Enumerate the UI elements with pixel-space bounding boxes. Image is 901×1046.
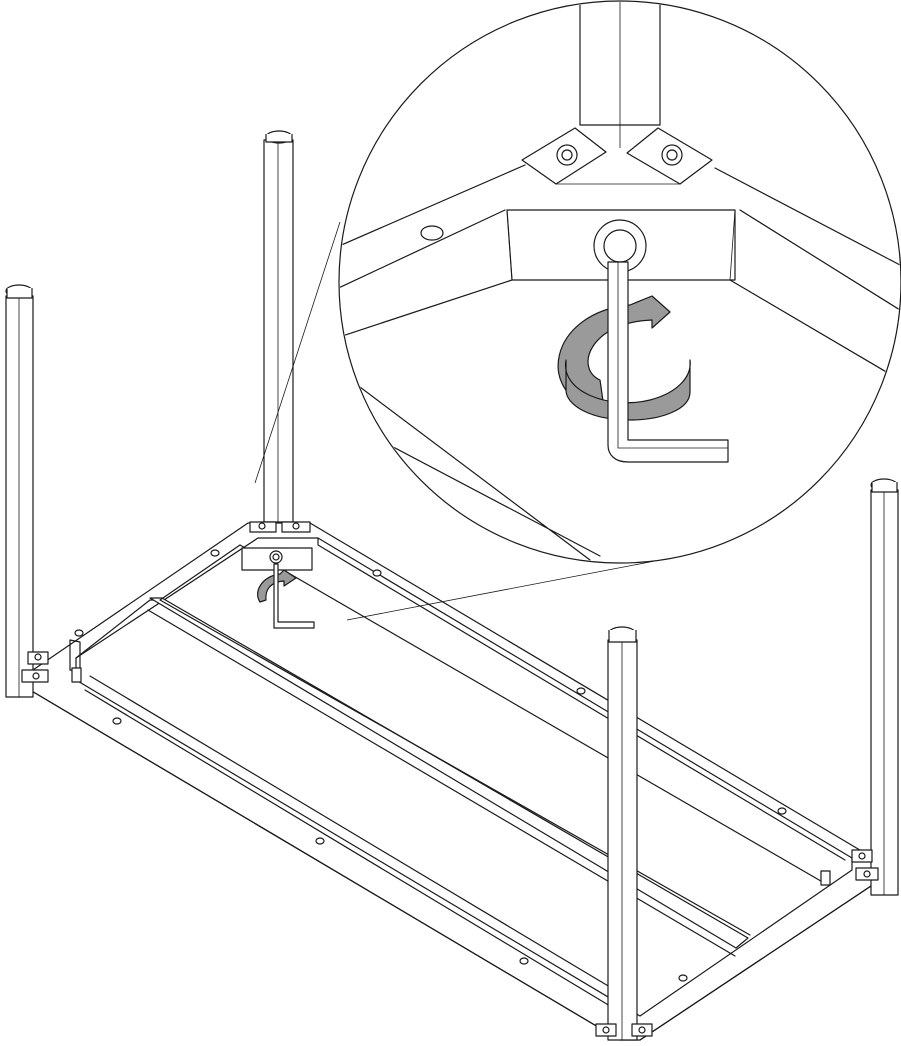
screw-hole: [576, 687, 586, 695]
center-crossbar: [149, 597, 749, 949]
callout-line-lower: [346, 559, 661, 621]
bolt-head-small: [269, 550, 283, 564]
leg-back: [249, 130, 311, 533]
hex-key-small: [273, 563, 315, 629]
detail-frame-edge-upper: [340, 164, 900, 311]
screw-hole: [315, 837, 325, 845]
bolt-site-small: [241, 547, 315, 629]
screw-holes: [74, 549, 787, 982]
screw-hole: [372, 569, 382, 577]
detail-hole: [420, 225, 444, 241]
leg-right: [851, 478, 899, 896]
detail-callout-lines: [254, 221, 661, 621]
screw-hole: [678, 974, 688, 982]
detail-hex-key: [607, 261, 729, 463]
back-rail-inner: [159, 544, 827, 936]
detail-contents: [340, 2, 900, 561]
table-frame: [29, 522, 881, 1041]
screw-hole: [519, 957, 529, 965]
callout-line-upper: [254, 221, 341, 484]
screw-hole: [210, 549, 220, 557]
screw-hole: [777, 807, 787, 815]
detail-frame-edge-lower: [340, 371, 601, 561]
legs: [5, 130, 899, 1041]
detail-rotation-arrow-back: [565, 359, 691, 421]
detail-rotation-arrow: [557, 295, 671, 416]
rotation-arrow-small: [257, 569, 297, 603]
end-clip-right: [820, 870, 831, 886]
detail-view: [338, 0, 901, 564]
frame-edge-bottom: [29, 689, 881, 1041]
leg-left: [5, 284, 49, 698]
screw-hole: [112, 717, 122, 725]
end-clip-left: [71, 667, 82, 683]
frame-apron-front: [84, 675, 626, 1013]
screw-hole: [74, 629, 84, 637]
leg-front: [595, 626, 653, 1041]
